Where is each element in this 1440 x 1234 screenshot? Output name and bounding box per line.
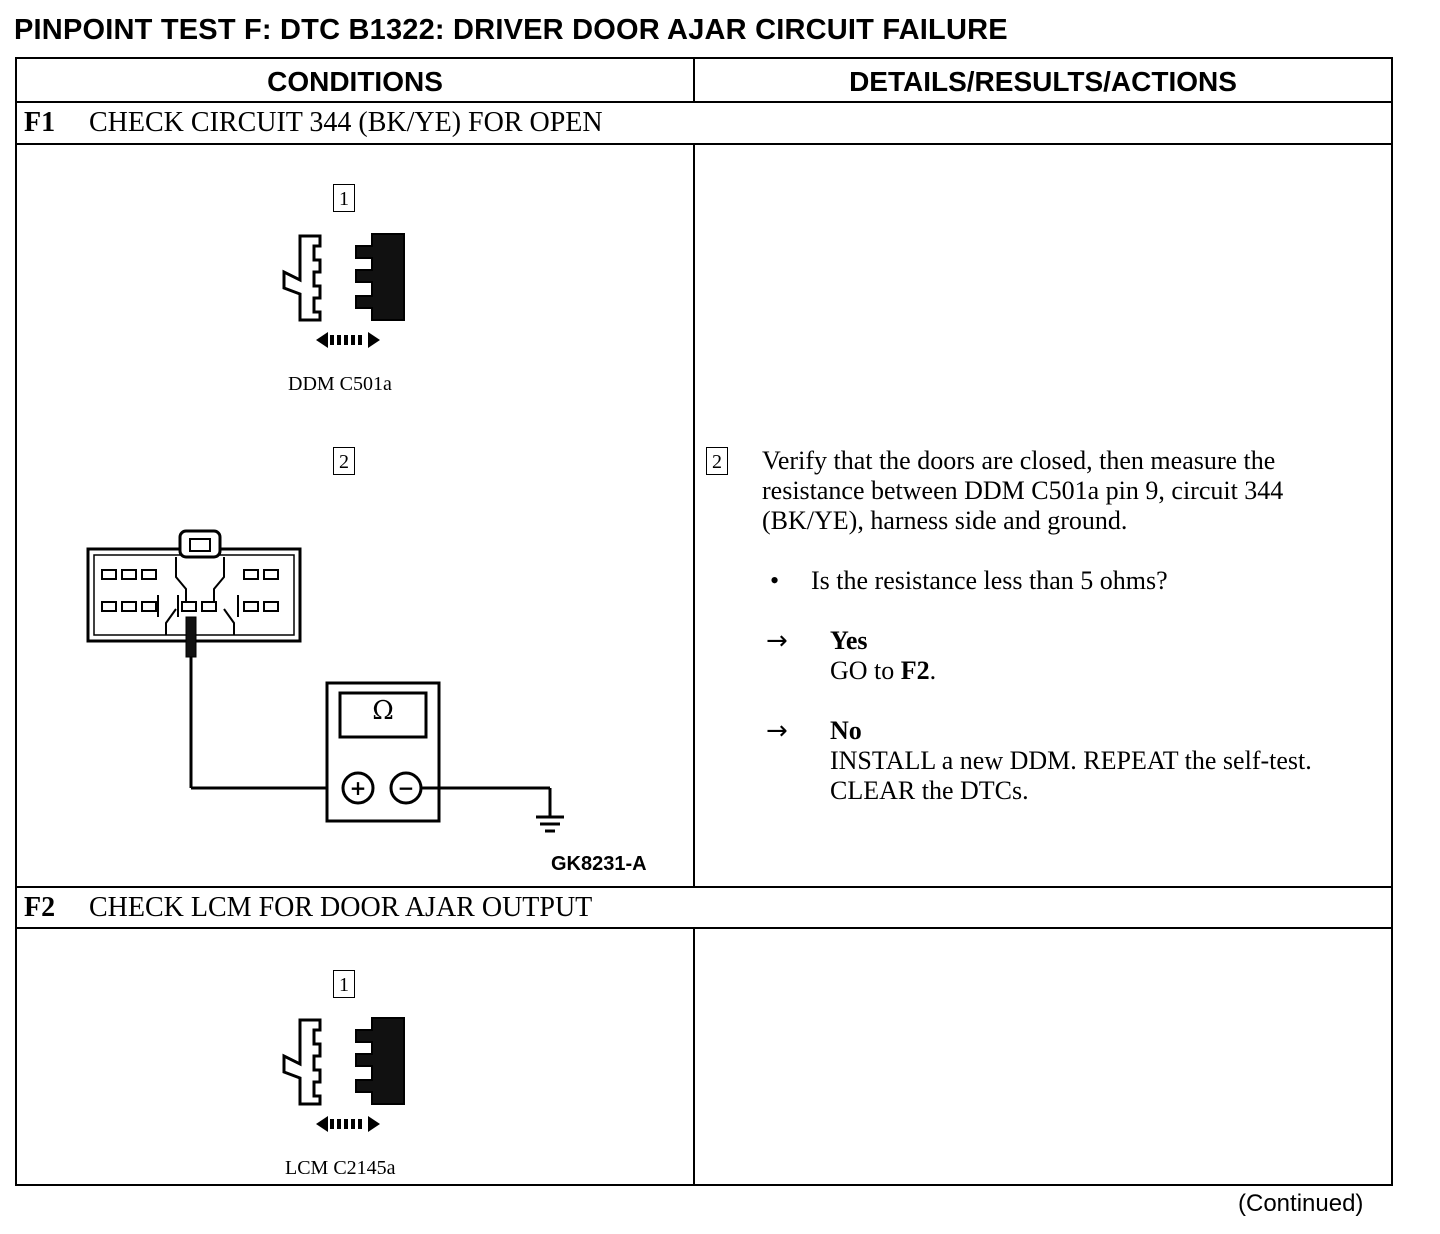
yes-action-suffix: . <box>929 656 937 685</box>
column-header-conditions: CONDITIONS <box>267 66 443 97</box>
divider <box>17 101 1391 103</box>
column-divider <box>693 59 695 101</box>
disconnect-connector-icon <box>282 233 405 348</box>
figure-id: GK8231-A <box>551 853 647 875</box>
yes-action-prefix: GO to <box>830 656 895 685</box>
no-action-line: INSTALL a new DDM. REPEAT the self-test. <box>830 746 1312 775</box>
continued-note: (Continued) <box>1238 1190 1364 1217</box>
instruction-line: resistance between DDM C501a pin 9, circ… <box>762 476 1284 505</box>
no-action-line: CLEAR the DTCs. <box>830 776 1029 805</box>
step-id: F1 <box>24 107 56 138</box>
instruction-line: Verify that the doors are closed, then m… <box>762 446 1276 475</box>
bullet-icon: • <box>770 566 780 595</box>
no-label: No <box>830 716 862 745</box>
step-number-box: 2 <box>333 447 355 475</box>
yes-action-target: F2 <box>900 656 930 685</box>
column-header-details: DETAILS/RESULTS/ACTIONS <box>849 66 1237 97</box>
column-divider <box>693 143 695 886</box>
question-text: Is the resistance less than 5 ohms? <box>811 566 1168 595</box>
step-number-box: 2 <box>706 447 728 475</box>
meter-minus-terminal: − <box>397 776 415 800</box>
yes-action: GO to F2. <box>830 656 936 686</box>
divider <box>17 886 1391 888</box>
step-id: F2 <box>24 892 56 923</box>
instruction-line: (BK/YE), harness side and ground. <box>762 506 1128 535</box>
arrow-icon: → <box>766 716 788 746</box>
arrow-icon: → <box>766 626 788 656</box>
step-heading-f1: F1 CHECK CIRCUIT 344 (BK/YE) FOR OPEN <box>17 101 1391 143</box>
step-heading-text: CHECK CIRCUIT 344 (BK/YE) FOR OPEN <box>89 107 603 138</box>
step-heading-text: CHECK LCM FOR DOOR AJAR OUTPUT <box>89 892 593 923</box>
step-number-box: 1 <box>333 184 355 212</box>
page-title: PINPOINT TEST F: DTC B1322: DRIVER DOOR … <box>14 14 1008 46</box>
divider <box>17 927 1391 929</box>
divider <box>17 143 1391 145</box>
yes-label: Yes <box>830 626 868 655</box>
disconnect-connector-icon <box>282 1017 405 1132</box>
connector-label: DDM C501a <box>288 373 392 395</box>
harness-connector-diagram <box>86 529 564 833</box>
step-heading-f2: F2 CHECK LCM FOR DOOR AJAR OUTPUT <box>17 886 1391 928</box>
meter-plus-terminal: + <box>349 776 367 800</box>
connector-label: LCM C2145a <box>285 1157 396 1179</box>
ohm-symbol: Ω <box>372 696 394 726</box>
column-divider <box>693 927 695 1186</box>
step-number-box: 1 <box>333 970 355 998</box>
pinpoint-test-table: CONDITIONS DETAILS/RESULTS/ACTIONS F1 CH… <box>15 57 1393 1186</box>
